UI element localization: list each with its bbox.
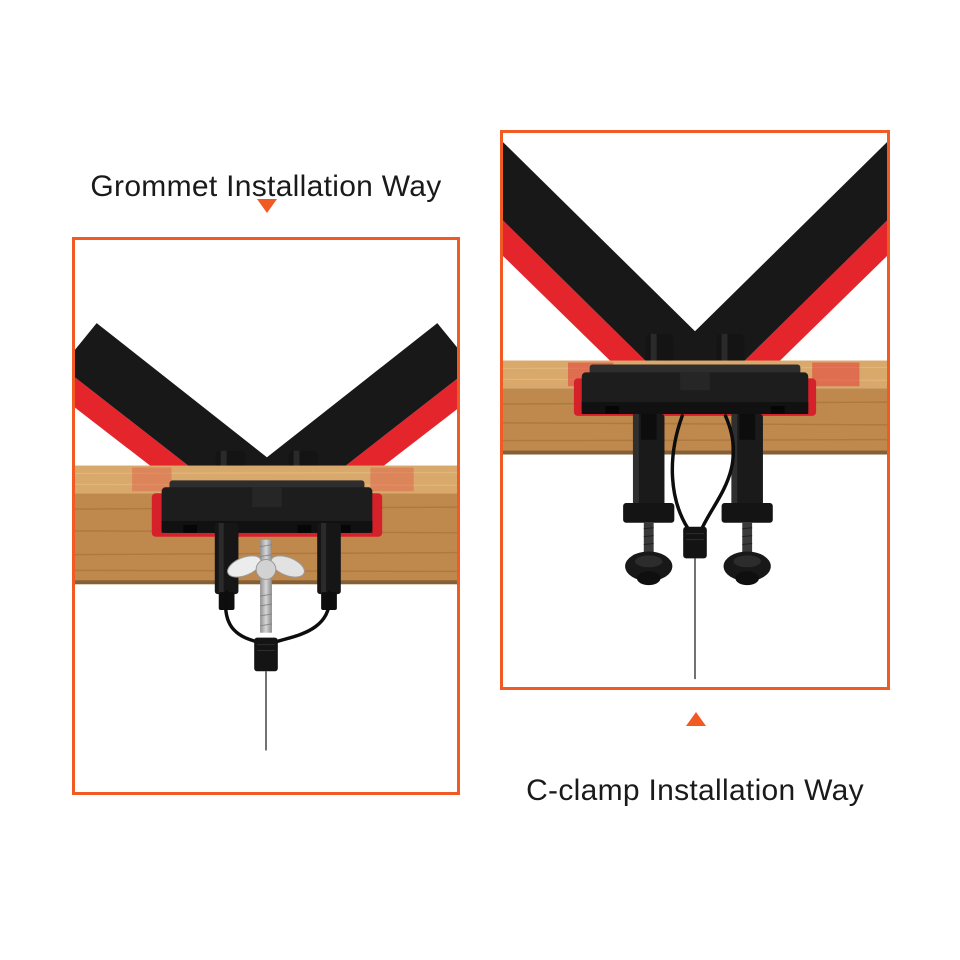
cclamp-illustration-frame — [500, 130, 890, 690]
mount-base — [151, 480, 383, 537]
cable-connector — [683, 526, 707, 559]
mount-base — [573, 364, 817, 416]
cclamp-illustration — [503, 142, 887, 680]
cclamp-title: C-clamp Installation Way — [526, 773, 864, 807]
grommet-illustration-frame — [72, 237, 460, 795]
c-clamp-right — [721, 413, 773, 586]
c-clamp-left — [623, 413, 675, 586]
cable-connector — [254, 637, 278, 672]
up-triangle-icon — [686, 712, 706, 726]
grommet-bolt — [260, 539, 272, 633]
wing-nut — [227, 555, 305, 580]
down-triangle-icon — [257, 199, 277, 213]
cable-right — [272, 590, 332, 645]
cable-right — [700, 414, 736, 531]
grommet-illustration — [75, 323, 457, 751]
cable-left — [670, 414, 690, 531]
grommet-title: Grommet Installation Way — [90, 169, 442, 203]
